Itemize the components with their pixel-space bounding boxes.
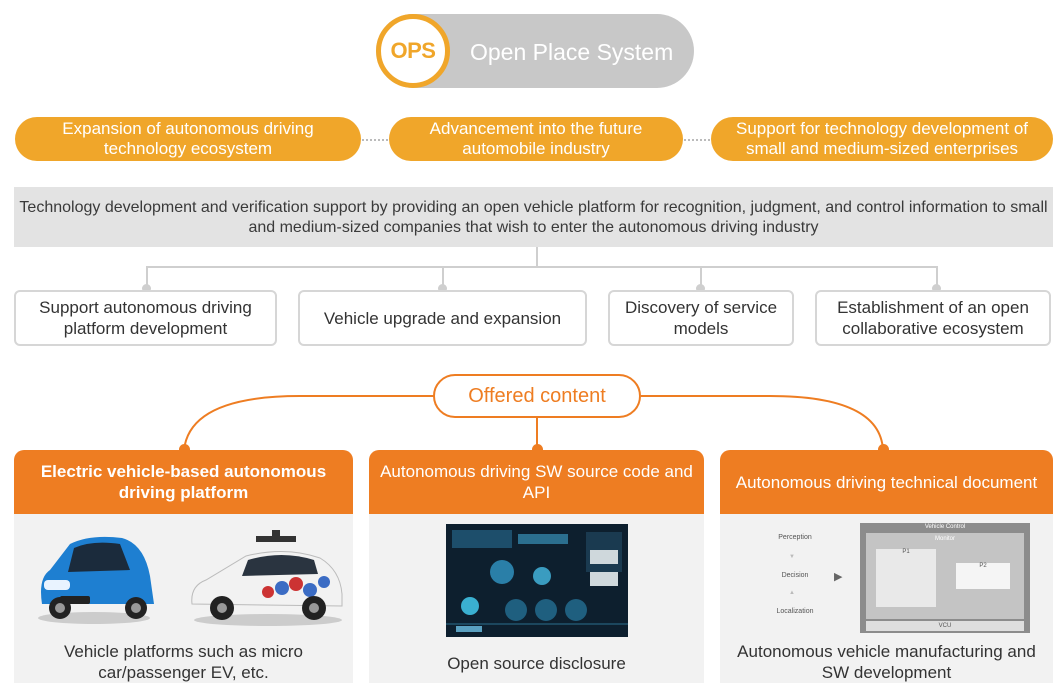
monitor-panel: Monitor P1 P2 bbox=[866, 533, 1024, 619]
card-source-code-caption: Open source disclosure bbox=[447, 654, 626, 673]
tree-node-dot bbox=[696, 284, 705, 293]
vehicle-control-frame: Vehicle Control Monitor P1 P2 VCU bbox=[860, 523, 1030, 633]
connector-dot bbox=[179, 444, 190, 455]
p1-label: P1 bbox=[902, 549, 910, 555]
page-title: Open Place System bbox=[470, 39, 674, 65]
card-technical-document-title: Autonomous driving technical document bbox=[720, 450, 1053, 514]
feature-platform-development: Support autonomous driving platform deve… bbox=[14, 290, 277, 346]
vcu-label: VCU bbox=[938, 623, 952, 629]
offered-content-label: Offered content bbox=[433, 374, 641, 418]
arrow-up-icon: ▲ bbox=[789, 590, 795, 596]
architecture-diagram: Perception ▼ Decision ▲ Localization ▶ V… bbox=[730, 520, 1048, 638]
software-screenshot-image bbox=[446, 524, 628, 637]
tree-stem bbox=[536, 247, 538, 267]
monitor-label: Monitor bbox=[934, 536, 955, 542]
ops-badge: OPS bbox=[376, 14, 450, 88]
diagram-step-perception: Perception bbox=[778, 534, 812, 541]
goal-ecosystem: Expansion of autonomous driving technolo… bbox=[15, 117, 361, 161]
diagram-step-localization: Localization bbox=[776, 608, 814, 615]
vehicle-control-label: Vehicle Control bbox=[924, 524, 966, 530]
tree-branch bbox=[146, 266, 937, 268]
tree-node-dot bbox=[438, 284, 447, 293]
card-source-code-title: Autonomous driving SW source code and AP… bbox=[369, 450, 704, 514]
micro-car-image bbox=[38, 536, 154, 624]
diagram-step-decision: Decision bbox=[781, 572, 809, 579]
card-ev-platform-caption: Vehicle platforms such as micro car/pass… bbox=[63, 642, 304, 682]
feature-service-models: Discovery of service models bbox=[608, 290, 794, 346]
description-band: Technology development and verification … bbox=[14, 187, 1053, 247]
connector-dot bbox=[878, 444, 889, 455]
tree-leg bbox=[146, 266, 148, 290]
tree-leg bbox=[700, 266, 702, 290]
tree-leg bbox=[936, 266, 938, 290]
vcu-block: VCU bbox=[866, 621, 1024, 631]
p1-block: P1 bbox=[876, 549, 936, 607]
card-technical-document-caption: Autonomous vehicle manufacturing and SW … bbox=[737, 642, 1036, 682]
feature-vehicle-upgrade: Vehicle upgrade and expansion bbox=[298, 290, 587, 346]
feature-collaborative-ecosystem: Establishment of an open collaborative e… bbox=[815, 290, 1051, 346]
tree-node-dot bbox=[142, 284, 151, 293]
ops-badge-text: OPS bbox=[390, 38, 436, 63]
tree-leg bbox=[442, 266, 444, 290]
goal-connector bbox=[362, 139, 388, 141]
connector-dot bbox=[532, 444, 543, 455]
goal-future-industry: Advancement into the future automobile i… bbox=[389, 117, 683, 161]
goal-connector bbox=[684, 139, 710, 141]
arrow-down-icon: ▼ bbox=[789, 554, 795, 560]
p2-block: P2 bbox=[956, 563, 1010, 589]
p2-label: P2 bbox=[979, 563, 987, 569]
goal-sme-support: Support for technology development of sm… bbox=[711, 117, 1053, 161]
card-ev-platform-title: Electric vehicle-based autonomous drivin… bbox=[14, 450, 353, 514]
arrow-right-icon: ▶ bbox=[834, 571, 843, 583]
tree-node-dot bbox=[932, 284, 941, 293]
passenger-ev-image bbox=[191, 530, 343, 626]
